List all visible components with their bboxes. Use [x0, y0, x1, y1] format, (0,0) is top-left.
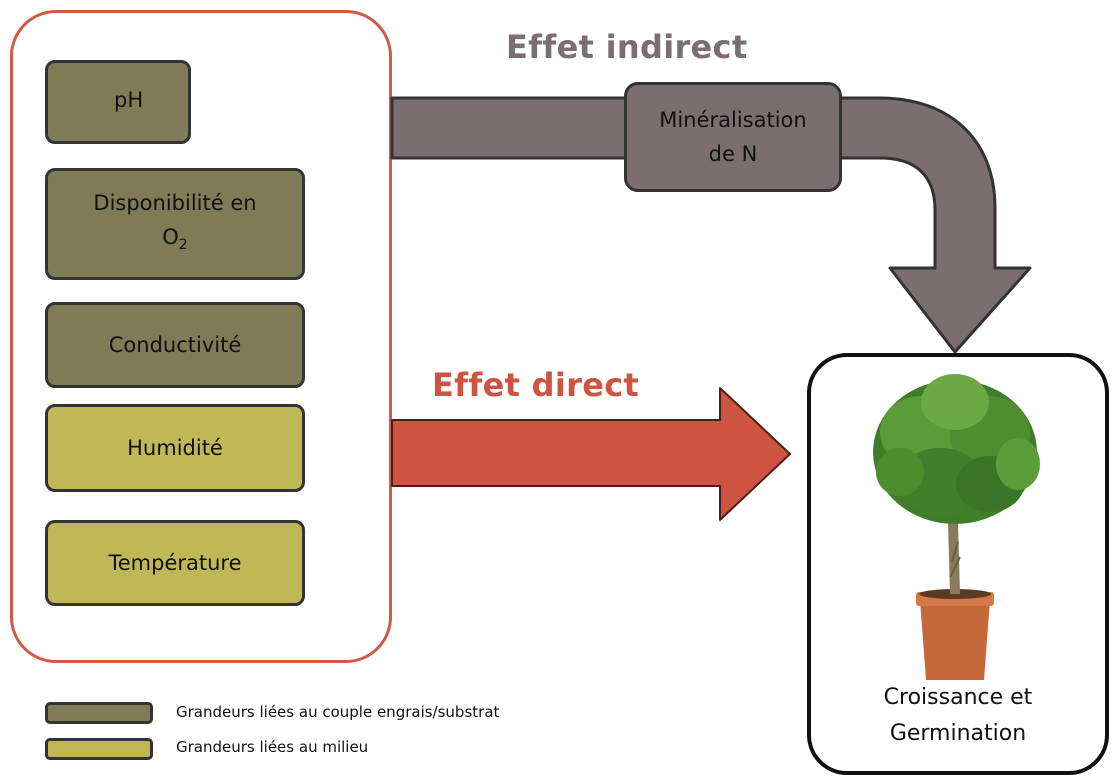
direct-effect-arrow: [391, 387, 791, 521]
outcome-line1: Croissance et: [883, 685, 1033, 710]
indirect-effect-label: Effet indirect: [506, 28, 748, 66]
mineralisation-line2: de N: [708, 142, 758, 166]
factor-temperature-label: Température: [108, 551, 242, 575]
mineralisation-line1: Minéralisation: [659, 108, 807, 132]
factor-ph-label: pH: [114, 88, 144, 112]
oxygen-symbol: O: [162, 224, 179, 249]
direct-effect-label: Effet direct: [432, 366, 640, 404]
outcome-caption: Croissance et Germination: [807, 680, 1109, 752]
potted-plant-icon: [873, 374, 1040, 680]
factor-oxygen-label: Disponibilité en: [93, 190, 257, 215]
factor-conductivity-label: Conductivité: [108, 333, 242, 357]
factor-oxygen-availability: Disponibilité en O2: [45, 168, 305, 280]
nitrogen-mineralisation-box: Minéralisation de N: [624, 82, 842, 192]
legend-swatch-fertilizer-substrate: [45, 702, 153, 724]
legend-swatch-environment: [45, 738, 153, 760]
outcome-line2: Germination: [889, 721, 1027, 746]
factor-ph: pH: [45, 60, 191, 144]
factor-oxygen-formula: O2: [162, 220, 187, 262]
factor-temperature: Température: [45, 520, 305, 606]
factor-humidity: Humidité: [45, 404, 305, 492]
oxygen-subscript: 2: [178, 237, 188, 254]
factor-conductivity: Conductivité: [45, 302, 305, 388]
legend-label-fertilizer-substrate: Grandeurs liées au couple engrais/substr…: [176, 703, 500, 721]
legend-label-environment: Grandeurs liées au milieu: [176, 738, 369, 756]
factor-humidity-label: Humidité: [127, 436, 223, 460]
